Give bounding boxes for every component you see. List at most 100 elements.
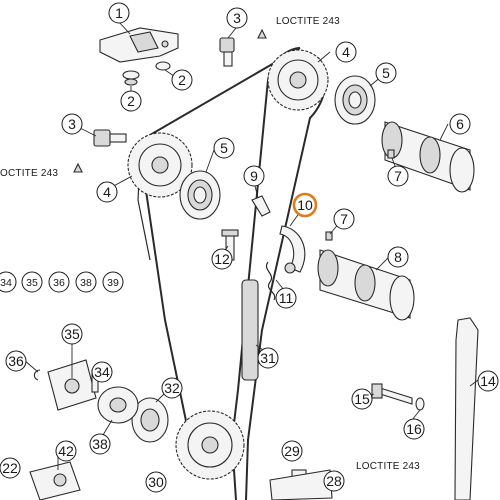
callout-c1: 1 <box>108 2 130 24</box>
shaft-part <box>269 469 333 500</box>
svg-text:22: 22 <box>2 460 18 476</box>
decompressor-pin <box>251 195 271 217</box>
svg-text:35: 35 <box>26 277 38 289</box>
callout-c34b: 34 <box>91 361 113 383</box>
droplet-icon <box>257 28 267 39</box>
svg-text:36: 36 <box>8 353 24 369</box>
svg-text:36: 36 <box>53 277 65 289</box>
svg-text:39: 39 <box>107 277 119 289</box>
crank-sprocket <box>175 410 245 480</box>
svg-text:34: 34 <box>0 277 12 289</box>
callout-c8: 8 <box>387 246 409 268</box>
svg-text:3: 3 <box>233 10 241 26</box>
svg-text:9: 9 <box>250 168 258 184</box>
callout-c29: 29 <box>281 440 303 462</box>
callout-c3b: 3 <box>61 113 83 135</box>
svg-text:6: 6 <box>456 116 464 132</box>
pin-part <box>387 149 395 159</box>
callout-c35a: 35 <box>21 271 43 293</box>
svg-text:5: 5 <box>220 140 228 156</box>
svg-text:7: 7 <box>394 168 402 184</box>
svg-text:2: 2 <box>178 72 186 88</box>
svg-text:35: 35 <box>64 326 80 342</box>
washer-part <box>155 61 171 71</box>
tensioner-bolt <box>371 383 425 411</box>
bracket-part <box>99 27 179 63</box>
callout-c3a: 3 <box>226 7 248 29</box>
svg-text:31: 31 <box>260 350 276 366</box>
callout-c6: 6 <box>449 113 471 135</box>
svg-text:15: 15 <box>354 391 370 407</box>
svg-text:38: 38 <box>92 436 108 452</box>
callout-c4b: 4 <box>96 181 118 203</box>
svg-text:10: 10 <box>297 197 313 213</box>
clip-part <box>33 369 41 381</box>
callout-c11: 11 <box>275 287 297 309</box>
camshaft-part <box>317 249 415 321</box>
svg-text:30: 30 <box>148 474 164 490</box>
callout-c38a: 38 <box>75 271 97 293</box>
callout-c31: 31 <box>257 347 279 369</box>
callout-c28: 28 <box>323 470 345 492</box>
svg-text:2: 2 <box>127 93 135 109</box>
washer-part <box>124 78 138 86</box>
loctite-note-left: OCTITE 243 <box>0 168 58 179</box>
washer-part <box>122 70 140 80</box>
svg-text:14: 14 <box>480 373 496 389</box>
callout-c7a: 7 <box>387 165 409 187</box>
svg-text:1: 1 <box>115 5 123 21</box>
pin-part <box>325 231 333 241</box>
callout-c42: 42 <box>55 440 77 462</box>
callout-c5b: 5 <box>213 137 235 159</box>
callout-c30: 30 <box>145 471 167 493</box>
svg-text:16: 16 <box>406 421 422 437</box>
svg-text:32: 32 <box>164 380 180 396</box>
callout-c39: 39 <box>102 271 124 293</box>
callout-c5a: 5 <box>375 62 397 84</box>
svg-text:3: 3 <box>68 116 76 132</box>
chain-guide-rail <box>454 317 479 500</box>
camshaft-sprocket-left <box>127 132 193 198</box>
callout-c22: 22 <box>0 457 21 479</box>
callout-c2a: 2 <box>120 90 142 112</box>
svg-text:11: 11 <box>279 290 294 306</box>
svg-text:5: 5 <box>382 65 390 81</box>
callout-c9: 9 <box>243 165 265 187</box>
leader-lines <box>23 21 479 470</box>
svg-text:7: 7 <box>340 211 348 227</box>
svg-text:4: 4 <box>103 184 111 200</box>
bolt-part <box>93 129 127 147</box>
callout-c14: 14 <box>477 370 499 392</box>
svg-text:29: 29 <box>284 443 300 459</box>
svg-text:38: 38 <box>80 277 92 289</box>
svg-text:28: 28 <box>326 473 342 489</box>
decompressor-lever-hole <box>284 262 296 274</box>
callout-c2b: 2 <box>171 69 193 91</box>
camshaft-sprocket-right <box>267 49 329 111</box>
svg-text:8: 8 <box>394 249 402 265</box>
callout-c10-highlighted[interactable]: 10 <box>292 192 318 218</box>
chain-guide-segment <box>241 279 259 381</box>
bearing-part <box>179 170 221 220</box>
callout-c34a: 34 <box>0 271 17 293</box>
callout-c4a: 4 <box>335 41 357 63</box>
callout-c7b: 7 <box>333 208 355 230</box>
camshaft-part <box>381 121 475 193</box>
svg-text:12: 12 <box>214 251 230 267</box>
svg-text:42: 42 <box>58 443 74 459</box>
callout-c36b: 36 <box>5 350 27 372</box>
callout-c32: 32 <box>161 377 183 399</box>
callout-c35b: 35 <box>61 323 83 345</box>
callout-c36a: 36 <box>48 271 70 293</box>
bearing-part <box>334 75 376 125</box>
loctite-note-top: LOCTITE 243 <box>276 16 340 27</box>
callout-c16: 16 <box>403 418 425 440</box>
callout-c15: 15 <box>351 388 373 410</box>
svg-text:4: 4 <box>342 44 350 60</box>
callout-c12: 12 <box>211 248 233 270</box>
droplet-icon <box>73 162 83 173</box>
bolt-part <box>219 37 235 67</box>
